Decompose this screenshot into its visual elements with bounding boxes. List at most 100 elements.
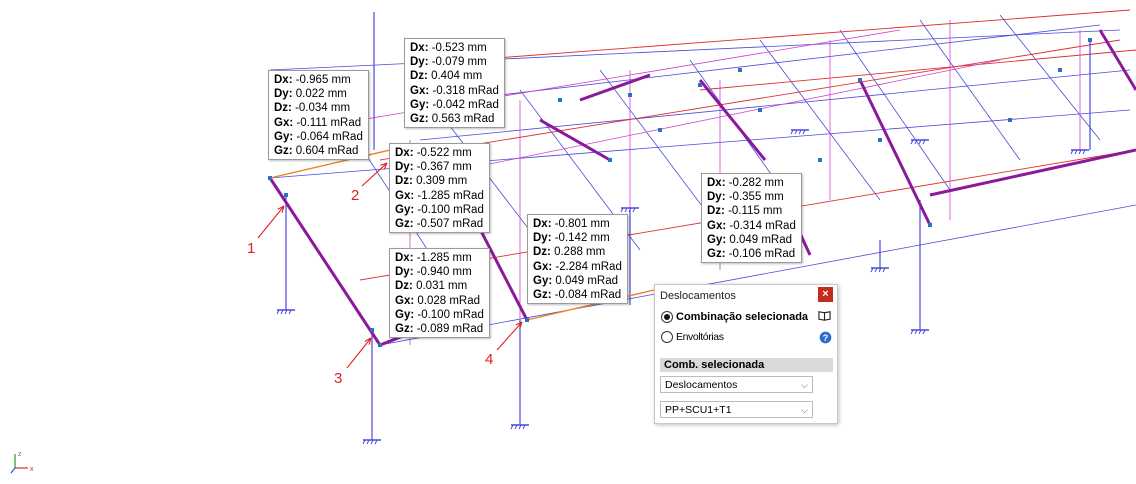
- tooltip-value: -0.115 mm: [724, 205, 783, 218]
- node-point: [758, 108, 762, 112]
- node-point: [818, 158, 822, 162]
- frame-member: [802, 129, 806, 135]
- frame-member: [379, 39, 1121, 161]
- tooltip-key: Dy:: [395, 161, 414, 174]
- radio-label: Envoltórias: [676, 331, 724, 343]
- tooltip-row: Gy: -0.042 mRad: [410, 98, 499, 112]
- tooltip-key: Dx:: [707, 177, 726, 189]
- radio-unchecked-icon: [661, 331, 673, 343]
- book-icon[interactable]: [818, 309, 831, 322]
- axis-x-label: x: [30, 466, 34, 473]
- frame-member: [257, 205, 285, 239]
- tooltip-value: -0.318 mRad: [429, 84, 499, 97]
- tooltip-value: -0.142 mm: [551, 232, 610, 245]
- frame-member: [910, 139, 914, 145]
- marker-arrows: [257, 162, 523, 369]
- frame-member: [999, 14, 1101, 141]
- frame-member: [288, 309, 292, 315]
- frame-member: [496, 321, 523, 351]
- tooltip-key: Gy:: [410, 98, 430, 111]
- radio-envelopes[interactable]: Envoltórias: [661, 331, 724, 343]
- node-point: [608, 158, 612, 162]
- tooltip-row: Dx: -1.285 mm: [395, 251, 484, 265]
- frame-member: [499, 24, 1101, 96]
- tooltip-value: 0.049 mRad: [726, 233, 793, 246]
- tooltip-value: -0.111 mRad: [293, 116, 362, 129]
- tooltip-key: Gx:: [395, 189, 415, 202]
- frame-member: [276, 309, 280, 315]
- tooltip-row: Gx: -0.111 mRad: [274, 116, 363, 130]
- node-point: [1058, 68, 1062, 72]
- frame-member: [469, 9, 1131, 61]
- tooltip-value: 0.604 mRad: [292, 145, 359, 158]
- frame-member: [919, 19, 1021, 161]
- tooltip-value: -0.100 mRad: [414, 308, 484, 321]
- tooltip-row: Dz: 0.404 mm: [410, 69, 499, 83]
- tooltip-key: Gz:: [533, 289, 552, 302]
- frame-member: [918, 329, 922, 335]
- tooltip-value: -1.285 mm: [413, 252, 472, 264]
- tooltip-key: Gz:: [410, 113, 429, 126]
- frame-member: [269, 149, 391, 179]
- tooltip-key: Dz:: [274, 102, 292, 115]
- tooltip-key: Gx:: [395, 294, 415, 307]
- frame-member: [280, 309, 284, 315]
- tooltip-key: Gy:: [274, 130, 294, 143]
- tooltip-key: Dz:: [395, 175, 413, 188]
- tooltip-row: Dy: -0.940 mm: [395, 265, 484, 279]
- frame-member: [624, 207, 628, 213]
- frame-member: [518, 424, 522, 430]
- tooltip-row: Gy: -0.064 mRad: [274, 130, 363, 144]
- tooltip-row: Dy: -0.367 mm: [395, 160, 484, 174]
- tooltip-key: Gy:: [395, 308, 415, 321]
- tooltip-row: Gy: -0.100 mRad: [395, 308, 484, 322]
- tooltip-key: Dy:: [533, 232, 552, 245]
- tooltip-row: Gx: 0.028 mRad: [395, 294, 484, 308]
- frame-member: [281, 205, 285, 213]
- marker-label-2: 2: [351, 187, 360, 204]
- tooltip-value: -0.084 mRad: [551, 289, 622, 302]
- frame-member: [1074, 149, 1078, 155]
- tooltip-row: Dy: 0.022 mm: [274, 87, 363, 101]
- tooltip-key: Gx:: [707, 219, 727, 232]
- node-point: [698, 83, 702, 87]
- tooltip-row: Gz: -0.089 mRad: [395, 322, 484, 336]
- tooltip-row: Dz: 0.031 mm: [395, 279, 484, 293]
- tooltip-value: -0.355 mm: [725, 191, 784, 204]
- help-icon[interactable]: ?: [819, 331, 832, 344]
- frame-member: [284, 309, 288, 315]
- tooltip-key: Gz:: [707, 248, 726, 261]
- tooltip-value: -1.285 mRad: [414, 189, 484, 202]
- combination-select[interactable]: PP+SCU1+T1 ⌵: [660, 401, 813, 418]
- tooltip-value: 0.028 mRad: [414, 294, 481, 307]
- axis-triad-icon: z x: [10, 451, 34, 474]
- tooltip-value: 0.404 mm: [427, 70, 483, 83]
- tooltip-key: Dy:: [410, 56, 429, 69]
- frame-member: [364, 337, 372, 342]
- tooltip-value: 0.288 mm: [550, 246, 606, 259]
- result-type-select[interactable]: Deslocamentos ⌵: [660, 376, 813, 393]
- chevron-down-icon: ⌵: [801, 405, 808, 415]
- frame-member: [368, 337, 372, 345]
- frame-member: [910, 329, 914, 335]
- frame-nodes: [268, 38, 1092, 347]
- frame-member: [366, 439, 370, 445]
- tooltip-row: Gz: 0.563 mRad: [410, 112, 499, 126]
- tooltip-value: -0.522 mm: [413, 147, 472, 159]
- frame-member: [277, 205, 285, 210]
- frame-member: [1082, 149, 1086, 155]
- axis-z-label: z: [18, 451, 22, 458]
- node-point: [628, 93, 632, 97]
- tooltip-row: Gx: -0.318 mRad: [410, 84, 499, 98]
- frame-member: [579, 73, 651, 102]
- frame-member: [914, 139, 918, 145]
- tooltip-key: Gy:: [707, 233, 727, 246]
- tooltip-key: Gz:: [274, 145, 293, 158]
- radio-selected-combination[interactable]: Combinação selecionada: [661, 311, 808, 323]
- close-button[interactable]: ×: [818, 287, 833, 302]
- node-point: [378, 343, 382, 347]
- tooltip-key: Dx:: [533, 218, 552, 230]
- tooltip-key: Dz:: [707, 205, 725, 218]
- node-point: [738, 68, 742, 72]
- tooltip-value: -0.106 mRad: [725, 248, 796, 261]
